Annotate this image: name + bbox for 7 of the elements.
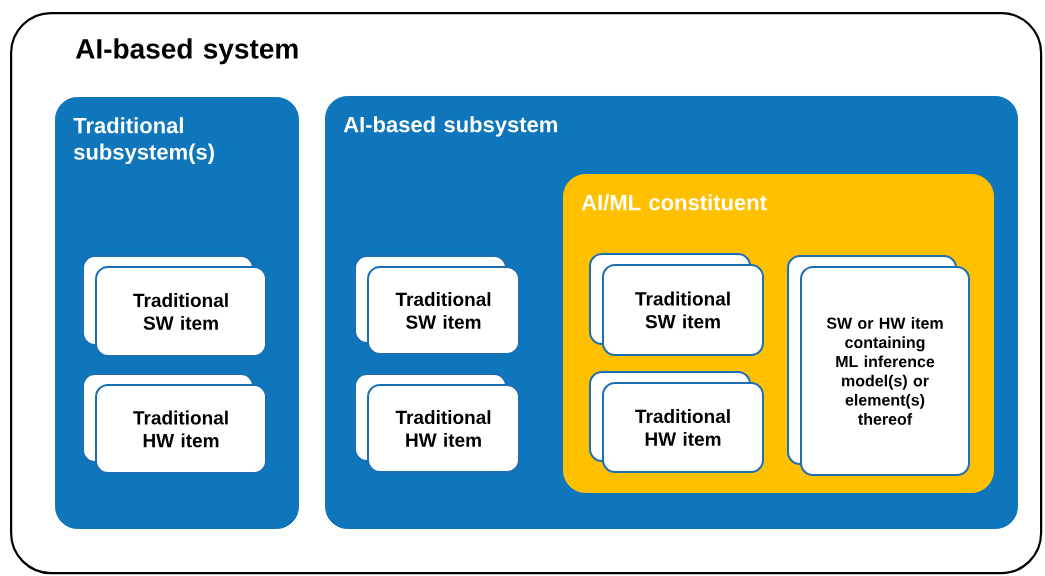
item-card: Traditional SW item — [82, 255, 267, 357]
item-card: Traditional HW item — [82, 373, 267, 474]
item-card: SW or HW item containing ML inference model(s) or element(s) thereof — [787, 255, 970, 476]
item-card: Traditional HW item — [589, 371, 764, 473]
item-card: Traditional HW item — [354, 373, 520, 473]
item-card: Traditional SW item — [354, 255, 520, 355]
item-card: Traditional SW item — [589, 253, 764, 356]
